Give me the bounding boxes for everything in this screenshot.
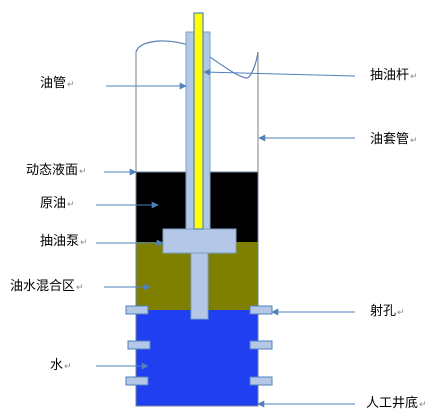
pump-barrel [190,252,209,320]
arrow-sucker-rod [203,68,356,77]
perforation-right-1 [249,305,273,315]
cable-curve [135,40,259,79]
perforation-left-2 [127,340,151,350]
label-tubing: 油管↵ [40,76,75,91]
label-dynamic-level: 动态液面↵ [26,163,87,178]
water-region [136,310,258,406]
sucker-rod [193,12,204,230]
perforation-right-3 [249,376,273,386]
pump-body [162,228,237,254]
label-water: 水↵ [50,358,72,373]
label-crude-oil: 原油↵ [40,196,75,211]
perforation-right-2 [249,340,273,350]
label-casing: 油套管↵ [370,132,418,147]
label-pump: 抽油泵↵ [40,234,88,249]
perforation-left-3 [125,376,149,386]
label-artificial-bottom: 人工井底↵ [366,396,427,411]
label-sucker-rod: 抽油杆↵ [370,68,418,83]
label-perforation: 射孔↵ [370,304,405,319]
perforation-left-1 [125,305,149,315]
label-mixed-zone: 油水混合区↵ [10,279,84,294]
